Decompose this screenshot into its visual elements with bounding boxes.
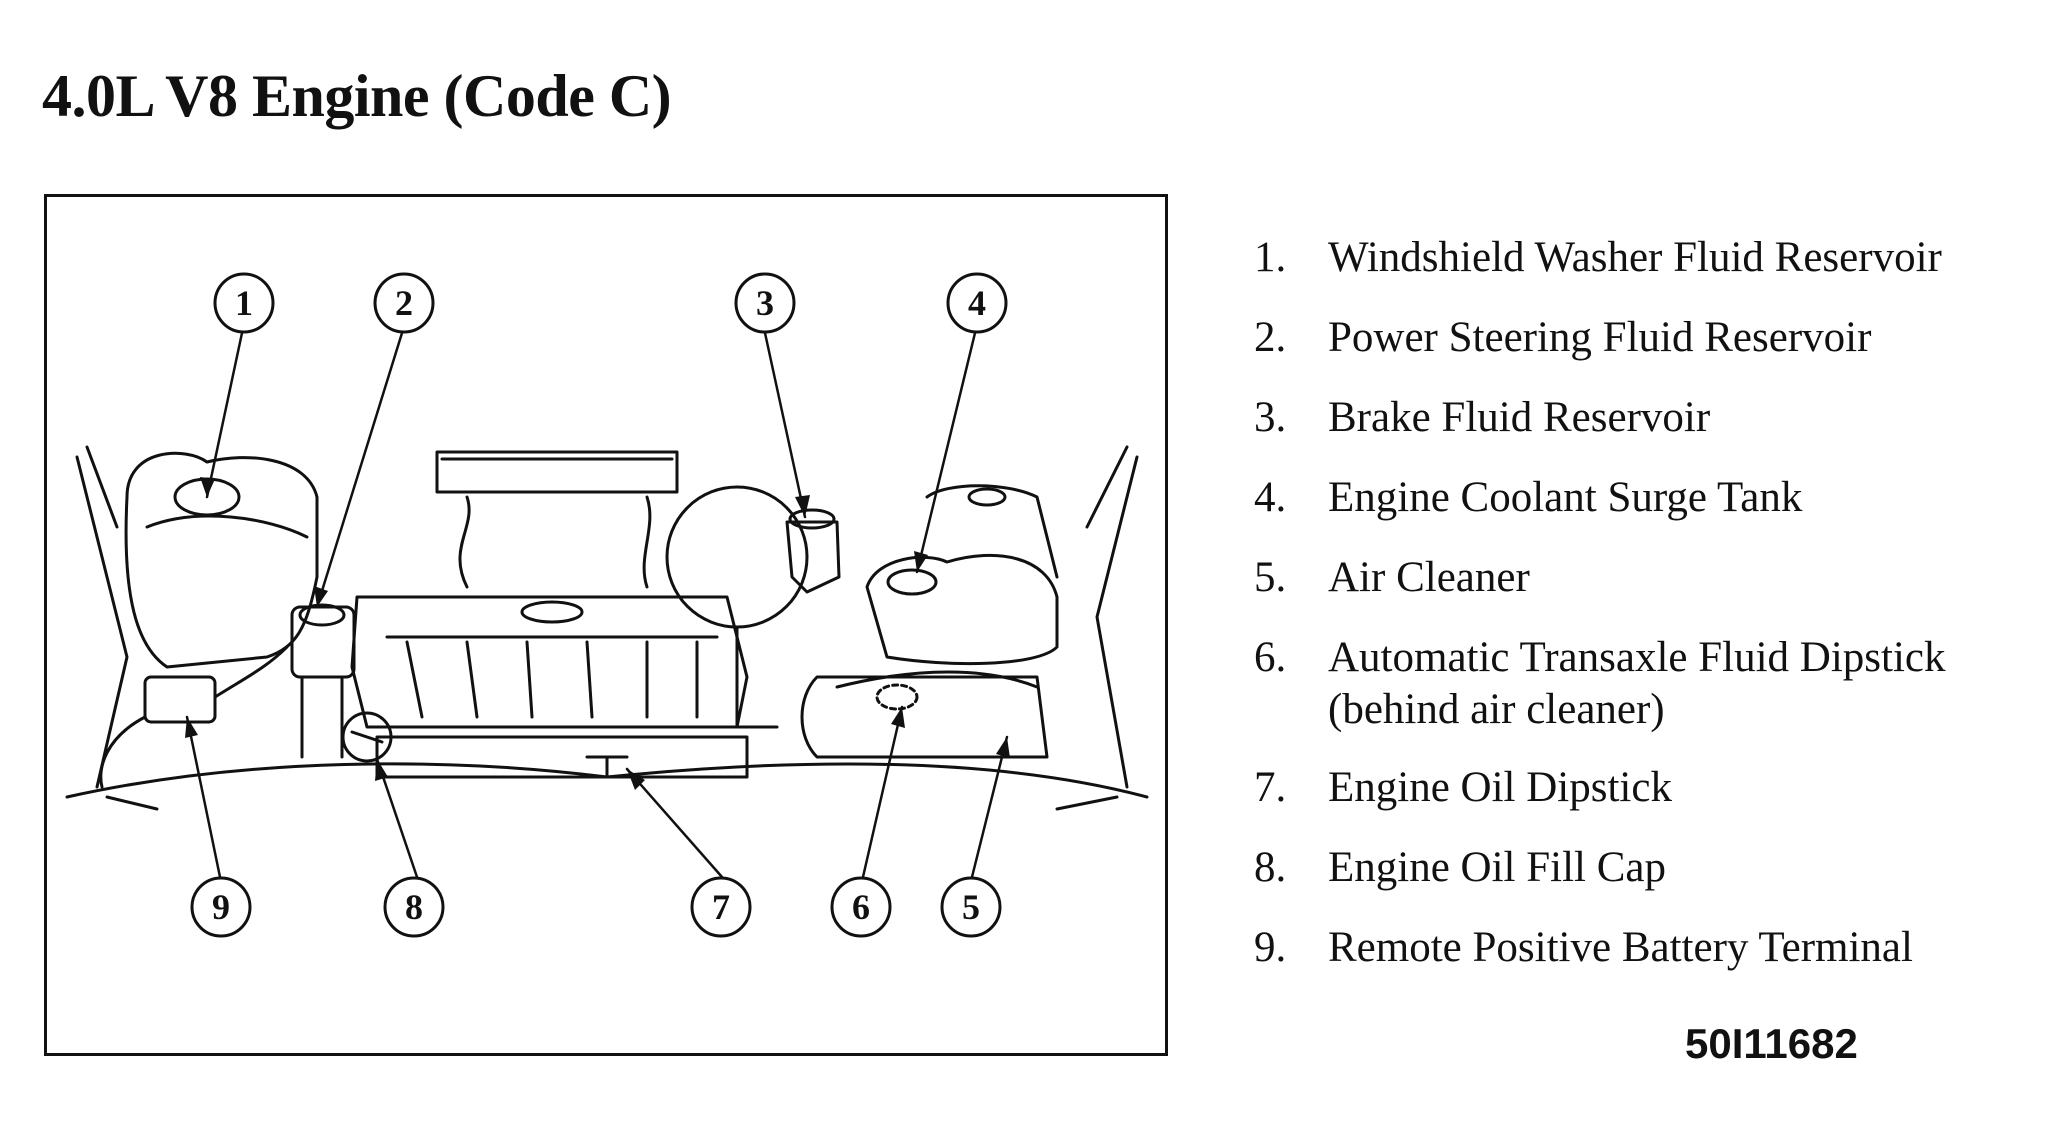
callout-6-label: 6 (852, 887, 870, 927)
legend-item: 7. Engine Oil Dipstick (1254, 762, 2044, 814)
callout-1: 1 (213, 272, 275, 334)
callout-3-label: 3 (756, 283, 774, 323)
legend-item-text: Air Cleaner (1328, 554, 1530, 601)
legend-item-number: 9. (1254, 924, 1287, 971)
legend-item-number: 3. (1254, 394, 1287, 441)
legend-item-number: 4. (1254, 474, 1287, 521)
legend-item: 2. Power Steering Fluid Reservoir (1254, 312, 2044, 364)
legend-item-number: 1. (1254, 234, 1287, 281)
legend-item-number: 8. (1254, 844, 1287, 891)
callout-6: 6 (830, 876, 892, 938)
legend-item: 3. Brake Fluid Reservoir (1254, 392, 2044, 444)
callout-2: 2 (373, 272, 435, 334)
legend-item-text: Engine Oil Dipstick (1328, 764, 1672, 811)
cowl-panel-shape (435, 450, 679, 589)
callout-9-label: 9 (212, 887, 230, 927)
figure-id: 50I11682 (1685, 1020, 1858, 1067)
legend-item-text: Automatic Transaxle Fluid Dipstick (1328, 634, 1946, 681)
engine-diagram-frame: 1 2 3 4 5 6 7 8 (44, 194, 1168, 1056)
engine-intake-shape (350, 595, 749, 779)
callout-5-label: 5 (962, 887, 980, 927)
air-cleaner-shape (800, 670, 1049, 759)
legend-item-number: 6. (1254, 634, 1287, 681)
callout-7: 7 (690, 876, 752, 938)
battery-terminal-shape (99, 645, 289, 789)
callout-9: 9 (190, 876, 252, 938)
callout-4: 4 (946, 272, 1008, 334)
callout-2-label: 2 (395, 283, 413, 323)
legend-item-number: 7. (1254, 764, 1287, 811)
callout-1-label: 1 (235, 283, 253, 323)
callout-4-label: 4 (968, 283, 986, 323)
legend-item-number: 2. (1254, 314, 1287, 361)
oil-fill-cap-shape (341, 711, 393, 763)
engine-compartment-drawing: 1 2 3 4 5 6 7 8 (65, 272, 1149, 938)
legend-item-text: Windshield Washer Fluid Reservoir (1328, 234, 1942, 281)
legend-item: 1. Windshield Washer Fluid Reservoir (1254, 232, 2044, 284)
callout-8: 8 (383, 876, 445, 938)
page-title: 4.0L V8 Engine (Code C) (42, 63, 672, 129)
brake-reservoir-shape (665, 485, 841, 729)
legend-item-text: Remote Positive Battery Terminal (1328, 924, 1913, 971)
legend-item: 6. Automatic Transaxle Fluid Dipstick (b… (1254, 632, 2044, 736)
legend-item: 4. Engine Coolant Surge Tank (1254, 472, 2044, 524)
oil-dipstick-shape (585, 755, 629, 779)
callout-7-label: 7 (712, 887, 730, 927)
legend-list: 1. Windshield Washer Fluid Reservoir 2. … (1254, 232, 2044, 1002)
leader-arrowheads (185, 477, 1010, 790)
legend-item: 8. Engine Oil Fill Cap (1254, 842, 2044, 894)
legend-item: 5. Air Cleaner (1254, 552, 2044, 604)
legend-item-subtext: (behind air cleaner) (1328, 686, 1665, 733)
legend-item-text: Brake Fluid Reservoir (1328, 394, 1711, 441)
leader-lines (185, 331, 1009, 879)
fender-lines (65, 445, 1149, 811)
legend-item-text: Engine Oil Fill Cap (1328, 844, 1667, 891)
callout-8-label: 8 (405, 887, 423, 927)
washer-reservoir-shape (124, 451, 319, 669)
legend-item-text: Engine Coolant Surge Tank (1328, 474, 1803, 521)
legend-item-text: Power Steering Fluid Reservoir (1328, 314, 1872, 361)
callout-3: 3 (734, 272, 796, 334)
coolant-surge-tank-shape (865, 484, 1059, 666)
legend-item: 9. Remote Positive Battery Terminal (1254, 922, 2044, 974)
callout-5: 5 (940, 876, 1002, 938)
legend-item-number: 5. (1254, 554, 1287, 601)
